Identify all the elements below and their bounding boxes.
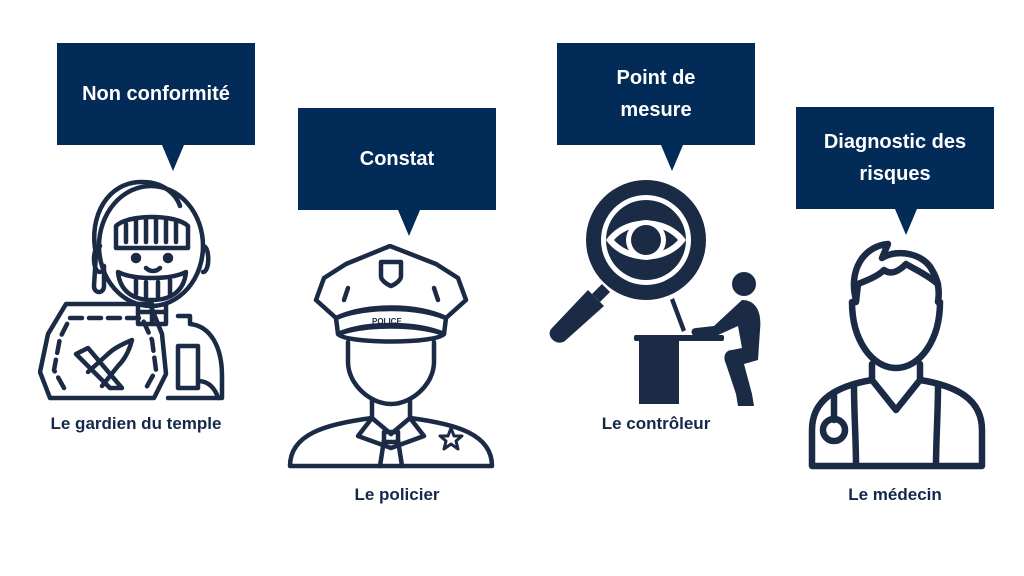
- bubble-text: Non conformité: [82, 83, 230, 105]
- speech-bubble-diagnostic: Diagnostic des risques: [796, 107, 994, 235]
- speech-bubble-point-de-mesure: Point de mesure: [557, 43, 755, 171]
- bubble-text: Constat: [359, 148, 435, 170]
- caption-controleur: Le contrôleur: [601, 414, 711, 433]
- caption-gardien: Le gardien du temple: [50, 414, 222, 433]
- bubble-text-line1: Diagnostic des: [823, 131, 967, 153]
- inspector-magnifier-icon: [546, 180, 771, 410]
- police-officer-icon: POLICE: [286, 244, 496, 469]
- bubble-text-line1: Point de: [616, 67, 696, 89]
- bubble-text-line2: risques: [859, 163, 931, 185]
- caption-medecin: Le médecin: [848, 485, 942, 504]
- bubble-text-line2: mesure: [620, 99, 692, 121]
- caption-policier: Le policier: [354, 485, 440, 504]
- knight-icon: [38, 176, 228, 401]
- speech-bubble-non-conformite: Non conformité: [57, 43, 255, 171]
- doctor-icon: [806, 240, 988, 472]
- svg-text:POLICE: POLICE: [372, 317, 402, 326]
- speech-bubble-constat: Constat: [298, 108, 496, 236]
